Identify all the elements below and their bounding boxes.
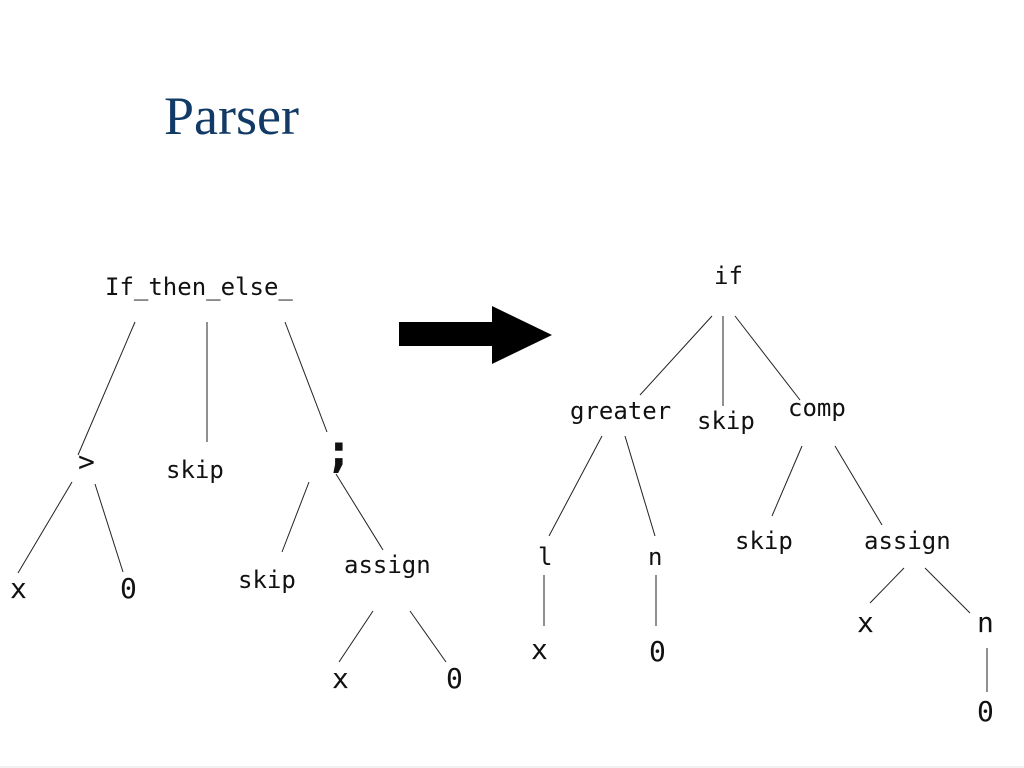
source-edge — [17, 481, 73, 574]
source-edge — [338, 610, 374, 663]
source-condition-op: > — [78, 445, 95, 478]
source-seq-skip: skip — [238, 566, 296, 594]
source-assign-value: 0 — [446, 662, 463, 695]
target-greater-right: n — [648, 543, 662, 571]
source-edge — [335, 473, 384, 551]
target-edge — [869, 567, 905, 604]
target-root-label: if — [714, 262, 743, 290]
source-seq-op: ; — [325, 424, 353, 478]
target-edge — [624, 435, 656, 537]
target-greater-left: l — [538, 543, 552, 571]
target-tree: if greater skip comp l n x 0 skip assign… — [531, 262, 994, 728]
source-edge — [281, 481, 310, 553]
target-assign-value-child: 0 — [977, 695, 994, 728]
target-then-skip: skip — [697, 407, 755, 435]
target-edge — [734, 315, 801, 401]
target-comp-skip: skip — [735, 527, 793, 555]
target-edge — [639, 315, 713, 396]
target-greater: greater — [570, 397, 671, 425]
target-edge — [771, 445, 803, 517]
target-edge — [834, 445, 883, 526]
bottom-divider — [0, 766, 1024, 768]
source-cond-left: x — [10, 572, 27, 605]
transform-arrow-icon — [399, 306, 552, 364]
source-seq-assign: assign — [344, 551, 431, 579]
target-comp-assign: assign — [864, 527, 951, 555]
source-then-skip: skip — [166, 456, 224, 484]
target-comp: comp — [788, 394, 846, 422]
source-edge — [409, 610, 447, 663]
target-greater-left-child: x — [531, 633, 548, 666]
source-tree: If_then_else_ > skip ; x 0 skip assign x… — [10, 273, 463, 695]
source-edge — [94, 483, 124, 573]
source-edge — [77, 321, 136, 456]
target-greater-right-child: 0 — [649, 635, 666, 668]
source-assign-var: x — [332, 662, 349, 695]
source-edge — [284, 321, 328, 433]
target-edge — [924, 567, 971, 614]
slide-title: Parser — [164, 86, 299, 146]
target-assign-value: n — [977, 606, 994, 639]
target-edge — [548, 435, 603, 537]
source-root-label: If_then_else_ — [105, 273, 293, 301]
target-assign-var: x — [857, 606, 874, 639]
source-cond-right: 0 — [120, 572, 137, 605]
